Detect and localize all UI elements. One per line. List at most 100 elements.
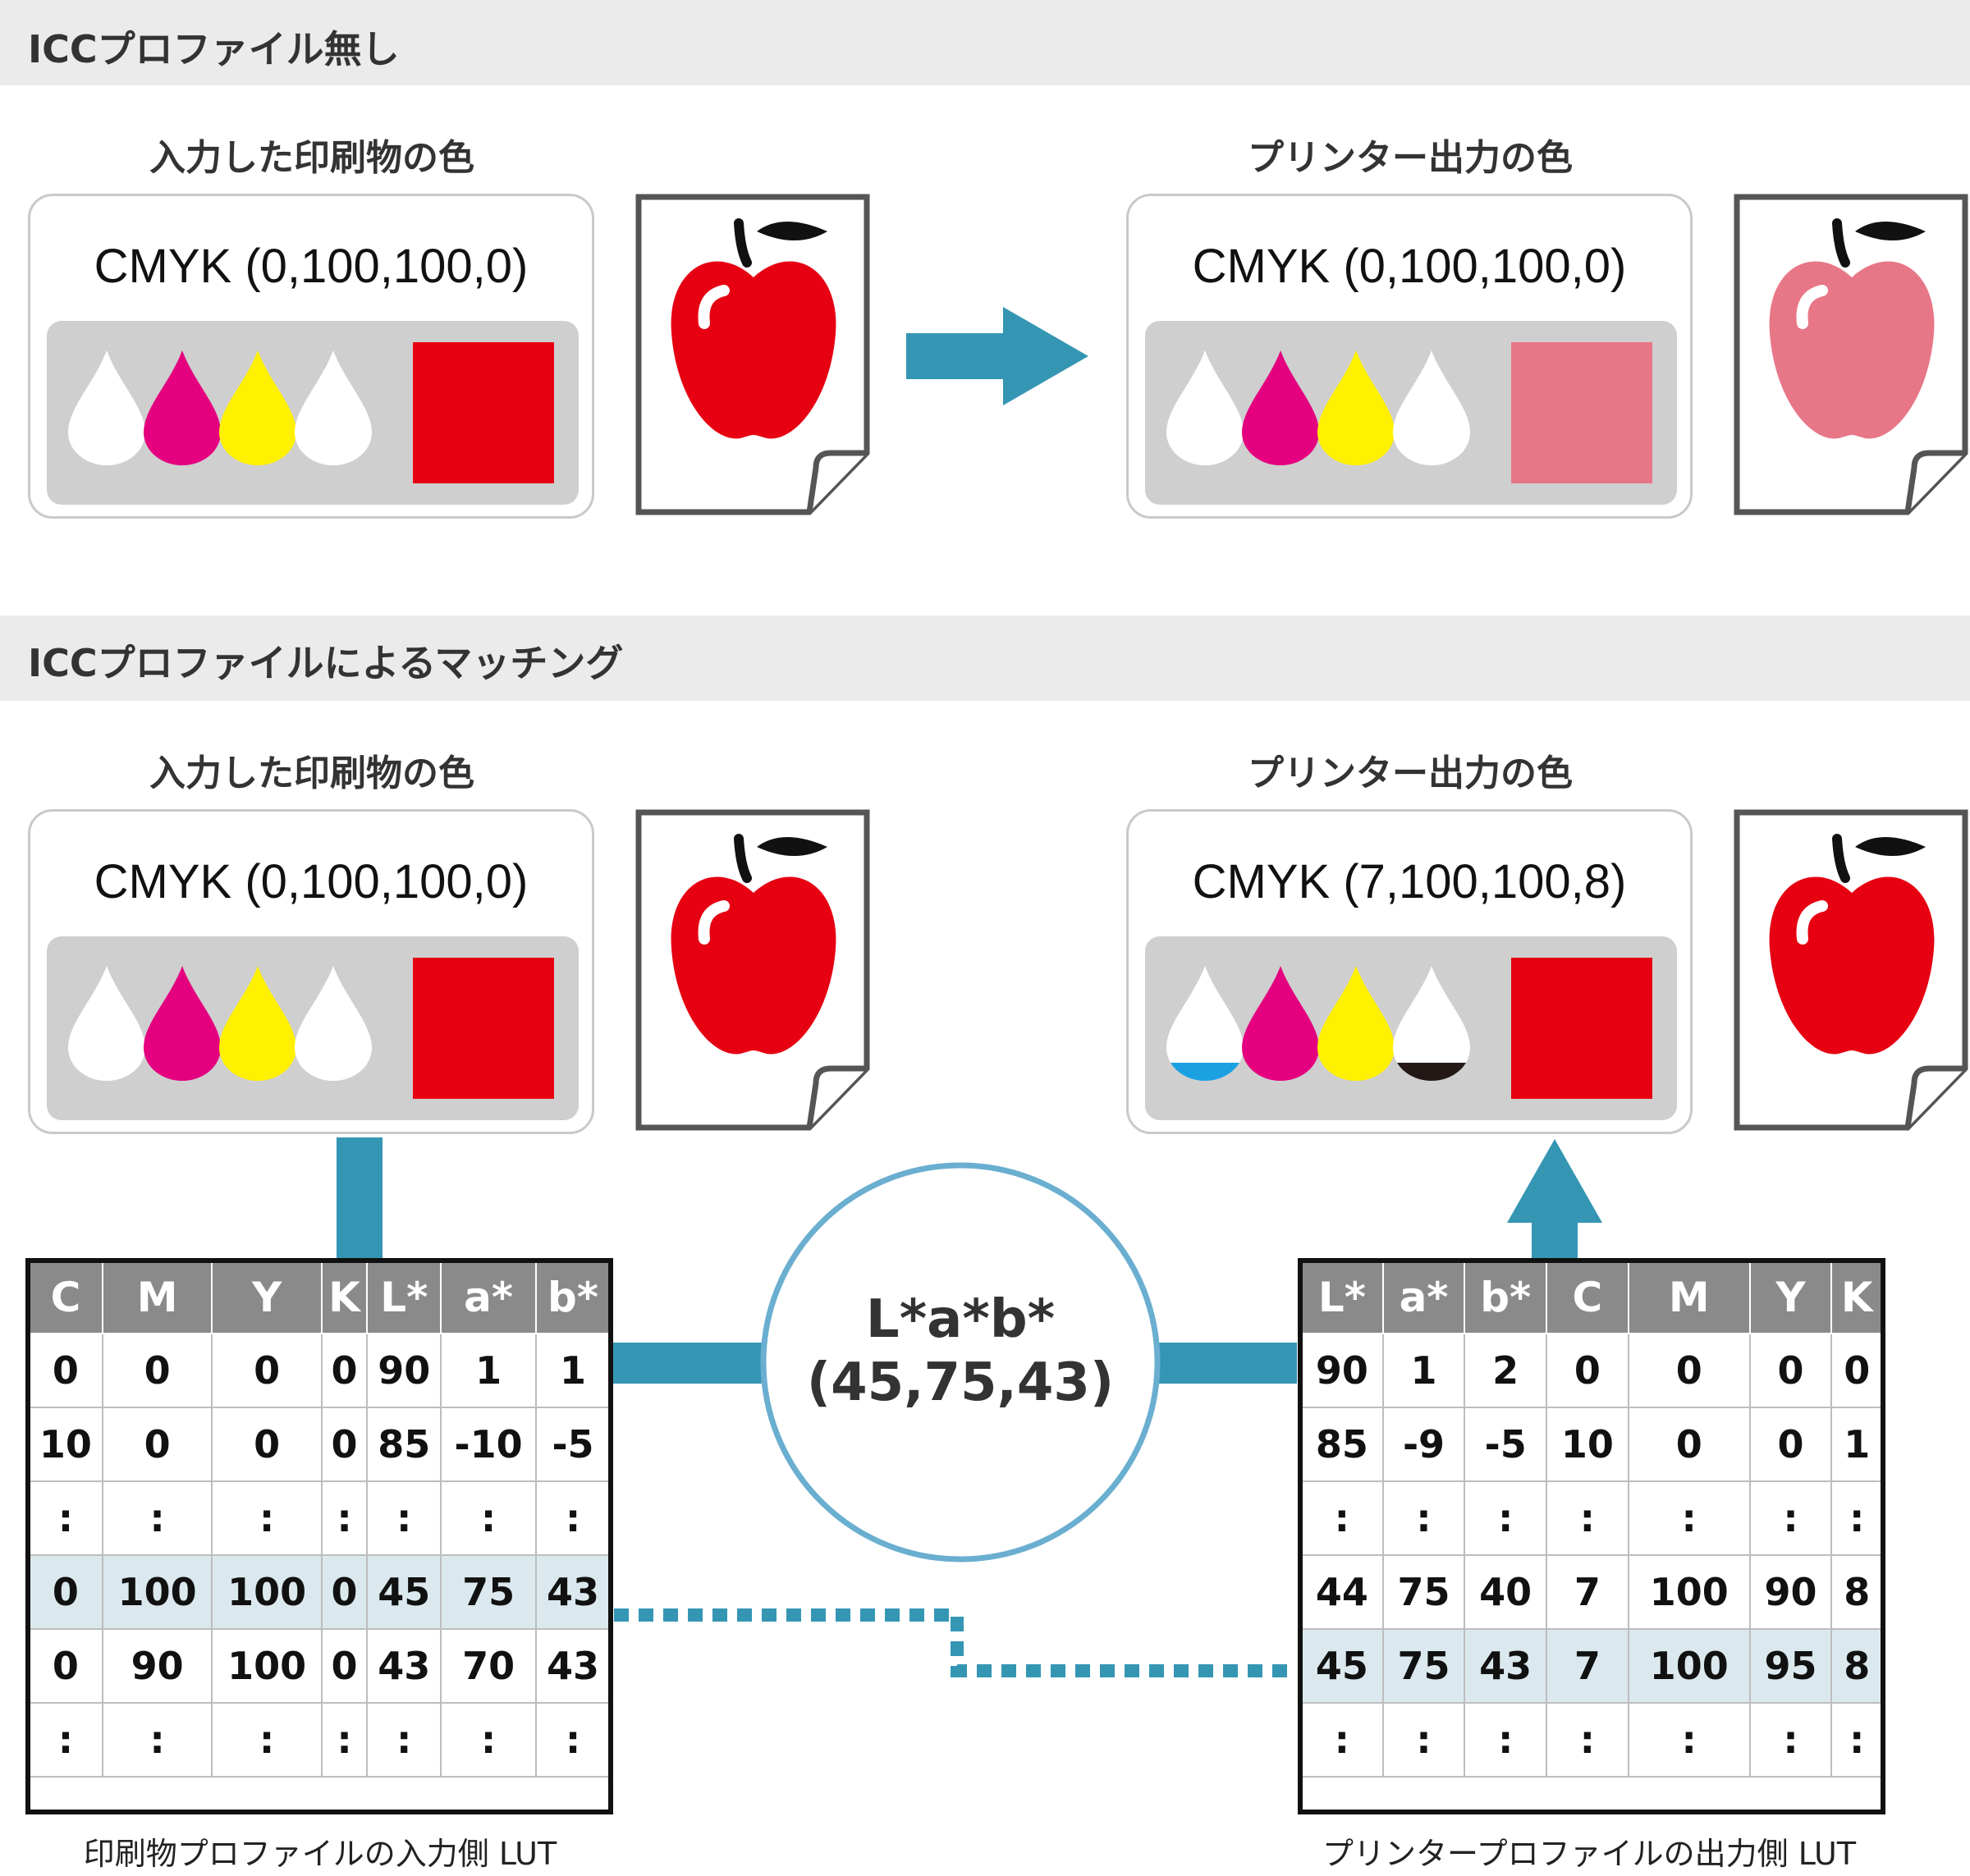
output-lut-frame [1298, 1258, 1885, 1814]
lut-cell: 0 [1748, 1407, 1833, 1482]
lut-cell: 0 [1830, 1333, 1883, 1408]
lut-cell: 75 [1381, 1628, 1466, 1704]
magenta-ink-drop-icon [144, 350, 221, 465]
ink-tray [1145, 321, 1677, 505]
lut-cell: : [1464, 1480, 1548, 1556]
output-connector-horizontal [1157, 1343, 1297, 1384]
lut-cell: : [1627, 1702, 1751, 1778]
lut-cell: 0 [1627, 1333, 1751, 1408]
lut-header-cell: Y [211, 1261, 323, 1334]
lut-cell: 43 [1464, 1628, 1548, 1704]
lut-cell: 0 [1748, 1333, 1833, 1408]
black-partial-ink-drop-icon [1393, 966, 1470, 1081]
lut-cell: 45 [1300, 1628, 1384, 1704]
lut-header-cell: L* [1300, 1261, 1384, 1334]
lut-cell: -10 [440, 1407, 538, 1482]
white-ink-drop-icon [295, 350, 372, 465]
lut-cell: : [1748, 1702, 1833, 1778]
lut-header-cell: M [101, 1261, 213, 1334]
lut-cell: : [211, 1480, 323, 1556]
lut-cell: 100 [1627, 1554, 1751, 1630]
lut-cell: : [28, 1480, 103, 1556]
color-swatch [413, 958, 554, 1099]
section2-header [0, 615, 1970, 701]
lut-cell: 0 [320, 1628, 369, 1704]
lut-cell: -9 [1381, 1407, 1466, 1482]
table-row: ::::::: [28, 1480, 611, 1556]
section1-input-cmyk: CMYK (0,100,100,0) [94, 240, 529, 293]
magenta-ink-drop-icon [1242, 350, 1319, 465]
white-ink-drop-icon [1166, 350, 1244, 465]
ink-tray [1145, 936, 1677, 1120]
magenta-ink-drop-icon [144, 966, 221, 1081]
lut-cell: 0 [101, 1407, 213, 1482]
cyan-partial-ink-drop-icon [1166, 966, 1244, 1081]
section1-output-panel: CMYK (0,100,100,0) [1126, 194, 1693, 519]
white-ink-drop-icon [68, 966, 145, 1081]
input-lut-frame [25, 1258, 613, 1814]
input-connector-vertical [337, 1137, 383, 1261]
document-apple-icon [635, 194, 870, 515]
lut-cell: : [366, 1702, 442, 1778]
lut-cell: 90 [1748, 1554, 1833, 1630]
lut-cell: 0 [1627, 1407, 1751, 1482]
section1-title: ICCプロファイル無し [28, 27, 400, 71]
lut-cell: 90 [101, 1628, 213, 1704]
lut-cell: 1 [1381, 1333, 1466, 1408]
document-apple-icon [635, 809, 870, 1131]
lab-value: L*a*b* (45,75,43) [763, 1288, 1157, 1415]
lut-cell: : [101, 1702, 213, 1778]
lut-cell: 45 [366, 1554, 442, 1630]
lab-circle [760, 1162, 1161, 1563]
lut-header-cell: M [1627, 1261, 1751, 1334]
color-swatch [1511, 342, 1652, 483]
document-apple-icon [1734, 809, 1968, 1131]
lut-cell: 7 [1546, 1554, 1629, 1630]
lut-cell: 1 [535, 1333, 611, 1408]
lut-cell: 100 [1627, 1628, 1751, 1704]
section1-header [0, 0, 1970, 85]
lut-cell: 70 [440, 1628, 538, 1704]
lut-header-cell: C [28, 1261, 103, 1334]
lut-cell: : [320, 1702, 369, 1778]
output-lut-caption: プリンタープロファイルの出力側 LUT [1322, 1836, 1857, 1872]
lut-cell: : [1546, 1480, 1629, 1556]
lut-cell: 1 [440, 1333, 538, 1408]
lut-cell: 0 [320, 1333, 369, 1408]
section2-input-cmyk: CMYK (0,100,100,0) [94, 855, 529, 908]
lut-cell: 0 [320, 1407, 369, 1482]
lut-cell: 95 [1748, 1628, 1833, 1704]
lut-cell: : [1748, 1480, 1833, 1556]
lut-cell: 40 [1464, 1554, 1548, 1630]
lut-cell: 43 [366, 1628, 442, 1704]
lut-cell: 1 [1830, 1407, 1883, 1482]
lut-cell: 7 [1546, 1628, 1629, 1704]
lut-cell: 100 [211, 1628, 323, 1704]
yellow-ink-drop-icon [1317, 350, 1395, 465]
lut-cell: -5 [535, 1407, 611, 1482]
lut-header-cell: Y [1748, 1261, 1833, 1334]
lut-cell: : [440, 1480, 538, 1556]
lut-cell: : [101, 1480, 213, 1556]
color-swatch [1511, 958, 1652, 1099]
color-swatch [413, 342, 554, 483]
lut-header-cell: K [320, 1261, 369, 1334]
lut-cell: 2 [1464, 1333, 1548, 1408]
lut-cell: 10 [28, 1407, 103, 1482]
table-row: ::::::: [28, 1702, 611, 1778]
lut-cell: : [1381, 1702, 1466, 1778]
lut-cell: 43 [535, 1554, 611, 1630]
lut-cell: 100 [101, 1554, 213, 1630]
yellow-ink-drop-icon [219, 350, 296, 465]
yellow-ink-drop-icon [1317, 966, 1395, 1081]
lut-cell: 0 [28, 1628, 103, 1704]
section1-output-label: プリンター出力の色 [1248, 137, 1573, 179]
lut-header-cell: a* [1381, 1261, 1466, 1334]
section2-title: ICCプロファイルによるマッチング [28, 641, 624, 685]
